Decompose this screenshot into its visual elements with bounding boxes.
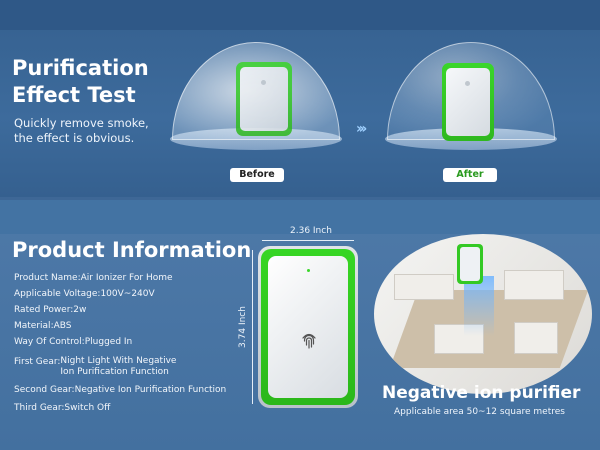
- ion-beam: [464, 276, 494, 336]
- indicator-led: [307, 269, 310, 272]
- top-band: [0, 0, 600, 30]
- height-dimension-label: 3.74 Inch: [237, 306, 248, 348]
- after-label: After: [443, 168, 497, 182]
- spec-row: Rated Power: 2w: [14, 305, 87, 315]
- transition-arrows: ›››: [356, 121, 367, 137]
- width-dimension-label: 2.36 Inch: [290, 226, 332, 236]
- spec-list: Product Name: Air Ionizer For Home Appli…: [14, 270, 226, 416]
- after-device: [442, 63, 494, 141]
- spec-row: Third Gear: Switch Off: [14, 403, 111, 413]
- spec-row: Product Name: Air Ionizer For Home: [14, 273, 173, 283]
- product-info-title: Product Information: [12, 238, 252, 262]
- bottom-band: [0, 200, 600, 234]
- before-device: [236, 62, 292, 136]
- room-illustration: [374, 234, 592, 394]
- applicable-area: Applicable area 50~12 square metres: [394, 407, 565, 417]
- effect-test-subtitle: Quickly remove smoke, the effect is obvi…: [14, 116, 149, 145]
- spec-row: Material: ABS: [14, 321, 72, 331]
- effect-test-panel: Purification Effect Test Quickly remove …: [0, 0, 600, 197]
- width-dimension-line: [262, 240, 354, 241]
- product-info-panel: Product Information Product Name: Air Io…: [0, 200, 600, 450]
- height-dimension-line: [252, 250, 253, 404]
- product-device: [258, 246, 358, 408]
- effect-test-title: Purification Effect Test: [12, 56, 149, 107]
- spec-row: Way Of Control: Plugged In: [14, 337, 133, 347]
- mounted-device: [457, 244, 483, 284]
- spec-row: Applicable Voltage: 100V~240V: [14, 289, 155, 299]
- headline: Negative ion purifier: [382, 383, 581, 403]
- before-label: Before: [230, 168, 284, 182]
- spec-row: Second Gear: Negative Ion Purification F…: [14, 385, 227, 395]
- fingerprint-icon: [300, 330, 318, 355]
